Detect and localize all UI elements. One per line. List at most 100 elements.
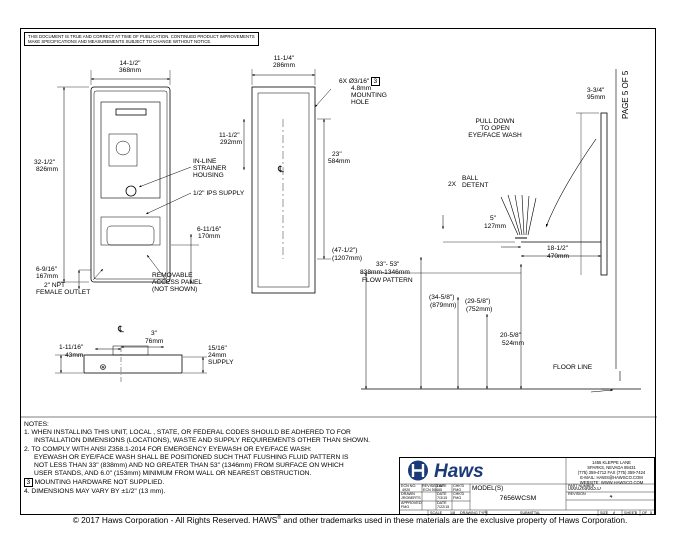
address-line-5: WEBSITE: WWW.HAWSCO.COM	[579, 480, 644, 485]
drawn-label: DRAWN	[401, 492, 415, 496]
supply-label: SUPPLY	[208, 359, 234, 366]
title-block-grid	[400, 458, 656, 516]
side-width-in: 11-1/4"	[273, 55, 295, 62]
mounting-hole-label2: HOLE	[351, 99, 369, 106]
strainer-line2: STRAINER	[193, 165, 227, 172]
front-inner-frame	[93, 90, 168, 280]
h2-in: (34-5/8")	[429, 294, 455, 301]
notes-block: NOTES: 1. WHEN INSTALLING THIS UNIT, LOC…	[24, 421, 370, 496]
drawn-value: JROBERTS	[401, 496, 421, 500]
side-height-mm: 584mm	[328, 158, 350, 165]
front-cabinet-door	[100, 101, 161, 199]
front-view	[57, 70, 199, 289]
ecn-label: ECN NO.	[401, 484, 417, 488]
floor-line-label: FLOOR LINE	[553, 364, 593, 371]
outlet-dim-mm: 167mm	[36, 273, 58, 280]
h2-mm: (879mm)	[430, 302, 457, 309]
pull-down-line2: TO OPEN	[480, 125, 510, 132]
mounting-hole-count: 6X Ø3/16"	[339, 78, 370, 85]
sheet-label: SHEET	[624, 511, 637, 515]
copyright-pre: © 2017 Haws Corporation - All Rights Res…	[72, 515, 278, 525]
copyright-post: and other trademarks used in these mater…	[280, 515, 628, 525]
bottom-spacing-mm: 76mm	[145, 338, 164, 345]
approved-date-label: DATE	[437, 501, 447, 505]
strainer-line1: IN-LINE	[193, 158, 217, 165]
spray-heads	[500, 194, 537, 236]
elevation-view	[361, 69, 641, 393]
revised-by-value: ECN 50465	[423, 488, 443, 492]
checked-value: FMG	[453, 488, 462, 492]
of-label: OF	[642, 511, 648, 515]
page-label: PAGE 5 OF 5	[621, 70, 630, 119]
bottom-offset-mm: 43mm	[65, 352, 84, 359]
ball-detent-line1: BALL	[462, 175, 479, 182]
notes-heading: NOTES:	[24, 421, 49, 428]
npt-label: 2" NPT	[44, 282, 66, 289]
ball-detent-line2: DETENT	[462, 182, 489, 189]
side-height-in: 23"	[332, 151, 342, 158]
access-panel-line1: REMOVABLE	[152, 272, 193, 279]
side-inner-in: 11-1/2"	[219, 132, 240, 139]
revision-value: 4	[609, 495, 613, 500]
reach-mm: 470mm	[547, 253, 569, 260]
side-inner-mm: 292mm	[220, 139, 242, 146]
approved-label: APPROVED	[401, 501, 422, 505]
head-offset-in: 5"	[490, 215, 497, 222]
disclaimer-line-2: MAKE SPECIFICATIONS AND MEASUREMENTS SUB…	[28, 39, 212, 44]
h3-mm: (752mm)	[466, 306, 493, 313]
note-3-text: MOUNTING HARDWARE NOT SUPPLIED.	[34, 479, 165, 487]
address-line-1: 1455 KLEPPE LANE	[592, 460, 631, 465]
drawn-checked-value: FMG	[453, 496, 462, 500]
note-1-line-a: 1. WHEN INSTALLING THIS UNIT, LOCAL , ST…	[24, 429, 351, 437]
h1-mm: (1207mm)	[332, 255, 363, 262]
drawing-type: SUBMITTAL	[520, 511, 541, 515]
head-offset-mm: 127mm	[484, 223, 506, 230]
mounting-hole-mm: 4.8mm	[351, 85, 372, 92]
access-panel-line3: (NOT SHOWN)	[152, 286, 198, 293]
size-value: A	[613, 511, 616, 515]
front-width-mm: 368mm	[119, 67, 141, 74]
of-value: 5	[650, 511, 653, 515]
drawn-date: 7/3/15	[437, 496, 448, 500]
model-number: 7656WCSM	[499, 495, 537, 502]
title-block: Haws 1455 KLEPPE LANE SPARKS, NEVADA 894…	[399, 457, 656, 516]
side-outer-box	[251, 86, 316, 294]
h4-mm: 524mm	[502, 340, 524, 347]
drawing-sheet: THIS DOCUMENT IS TRUE AND CORRECT AT TIM…	[20, 28, 657, 516]
note-2-line-b: EYEWASH OR EYE/FACE WASH SHALL BE POSITI…	[34, 453, 349, 461]
front-height-in: 32-1/2"	[34, 159, 56, 166]
h3-in: (29-5/8")	[465, 298, 491, 305]
bottom-dim-mm: 170mm	[198, 233, 220, 240]
approved-date: 7/22/15	[437, 505, 450, 509]
size-label: SIZE	[600, 511, 609, 515]
revised-by-date-label: DATE	[437, 484, 447, 488]
note-3-line: 3 MOUNTING HARDWARE NOT SUPPLIED.	[24, 478, 370, 488]
supply-size-in: 15/16"	[208, 345, 227, 352]
strainer-circle	[125, 185, 137, 197]
disclaimer-box: THIS DOCUMENT IS TRUE AND CORRECT AT TIM…	[24, 32, 259, 46]
flow-mm: 838mm-1346mm	[360, 269, 410, 276]
front-outer-frame	[90, 86, 171, 283]
registered-mark: ®	[277, 515, 281, 522]
drawing-type-label: DRAWING TYPE	[460, 511, 489, 515]
address-line-2: SPARKS, NEVADA 89431	[587, 465, 636, 470]
company-address: 1455 KLEPPE LANE SPARKS, NEVADA 89431 (7…	[568, 460, 655, 485]
ips-supply-label: 1/2" IPS SUPPLY	[193, 190, 245, 197]
pull-down-line1: PULL DOWN	[475, 118, 515, 125]
drawn-checked-label: CHK'D	[453, 492, 465, 496]
strainer-line3: HOUSING	[193, 172, 224, 179]
supply-size-mm: 24mm	[208, 352, 227, 359]
disclaimer-line-1: THIS DOCUMENT IS TRUE AND CORRECT AT TIM…	[28, 34, 255, 39]
drawn-date-label: DATE	[437, 492, 447, 496]
address-line-3: (775) 359-4712 FAX (775) 359-7424	[577, 470, 646, 475]
haws-logo: Haws	[400, 458, 565, 483]
models-label: MODEL(S)	[472, 485, 504, 492]
front-lower-panel	[100, 216, 161, 246]
ecn-value: 4920	[402, 488, 411, 492]
address-line-4: E-MAIL: HAWS@HAWSCO.COM	[580, 475, 643, 480]
front-handle	[115, 108, 147, 116]
front-height-mm: 826mm	[36, 166, 58, 173]
flow-pattern-label: FLOW PATTERN	[362, 277, 413, 284]
side-inner-box	[257, 92, 310, 288]
bottom-spacing-in: 3"	[151, 330, 158, 337]
